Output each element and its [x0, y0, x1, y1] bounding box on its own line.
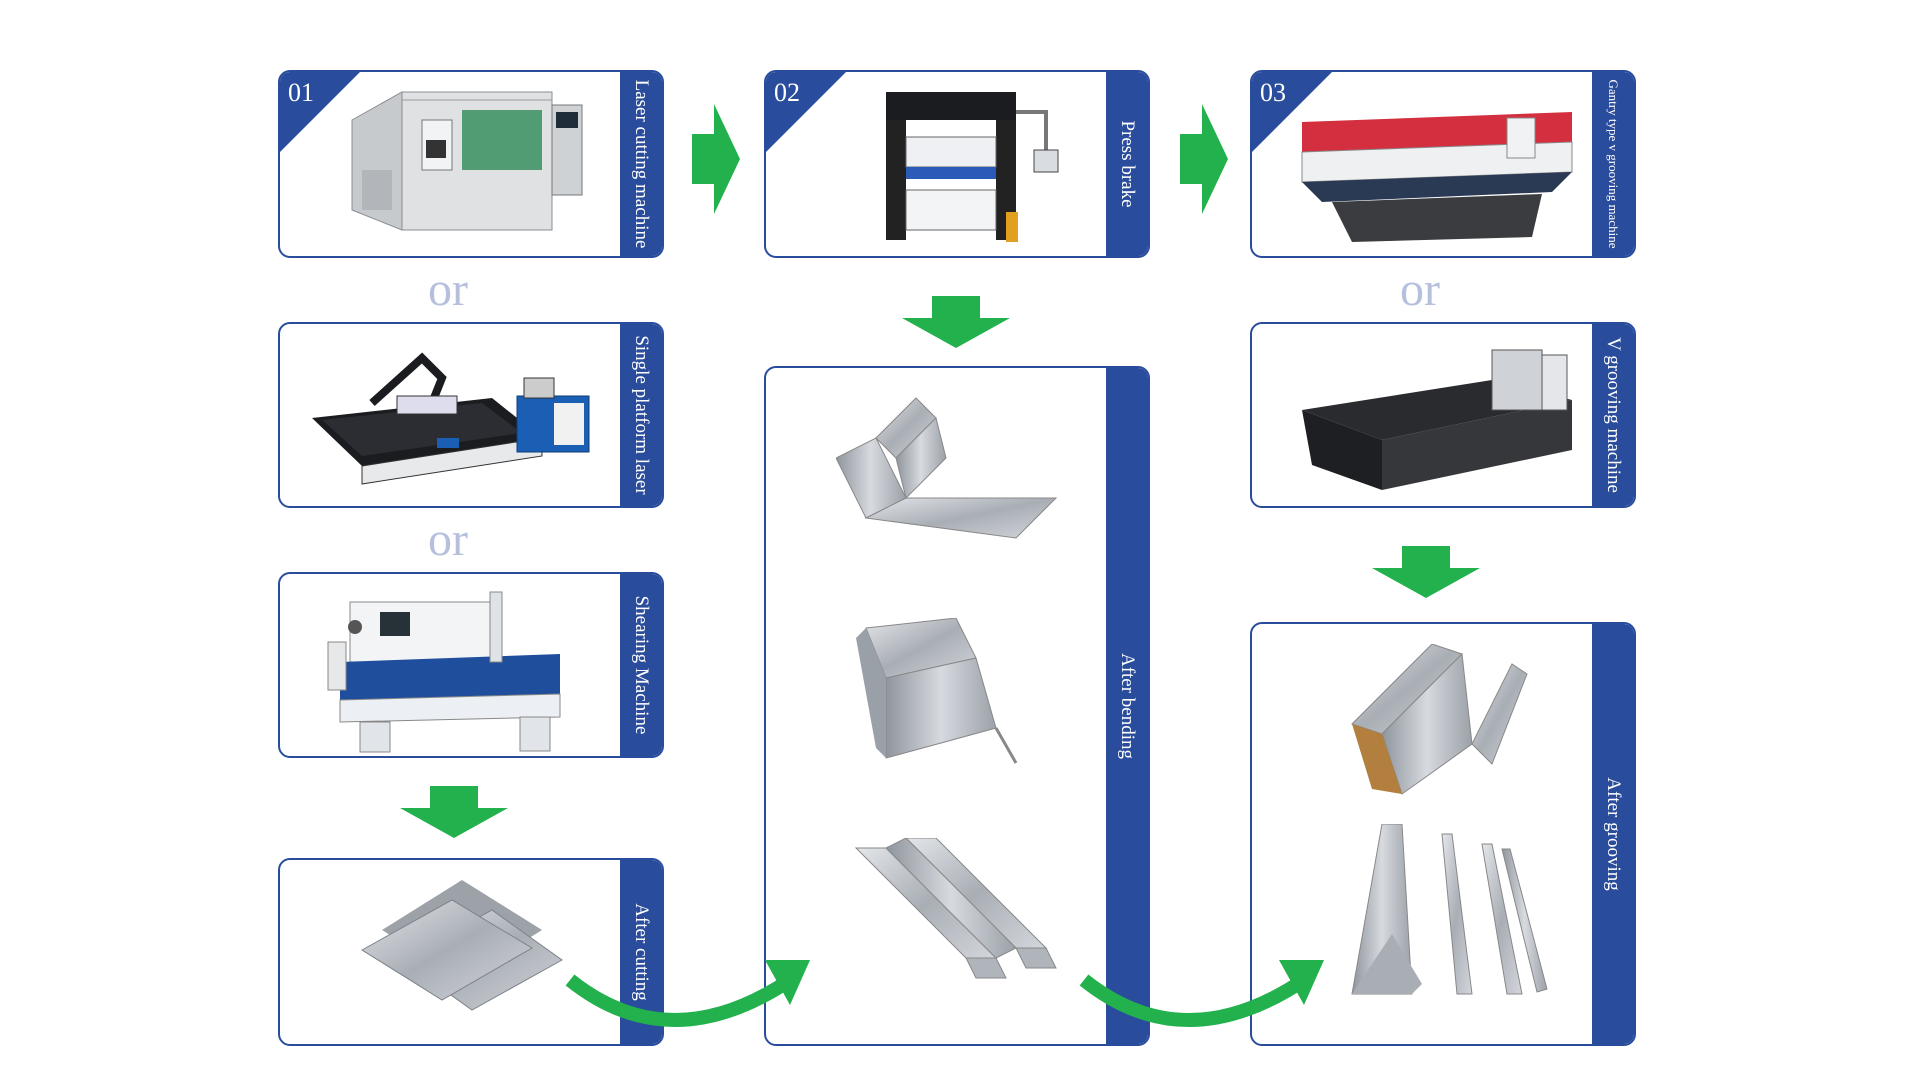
- down-arrow-icon: [400, 786, 508, 838]
- bent-part-3-image: [854, 838, 1057, 979]
- single-platform-laser-label-strip: Single platform laser: [620, 324, 662, 506]
- step-number: 01: [288, 78, 314, 107]
- step-01-card: 01 Laser cutting machine: [278, 70, 664, 258]
- shearing-machine-card: Shearing Machine: [278, 572, 664, 758]
- step-number-badge: [280, 72, 360, 152]
- gantry-v-grooving-machine-image: [1301, 112, 1573, 242]
- step-03-card: 03 Gantry type v grooving machine: [1250, 70, 1636, 258]
- single-platform-laser-card: Single platform laser: [278, 322, 664, 508]
- v-grooving-machine-label: V grooving machine: [1603, 337, 1624, 493]
- after-grooving-label: After grooving: [1603, 777, 1624, 891]
- or-separator-1: or: [428, 263, 468, 316]
- step-number-badge: [766, 72, 846, 152]
- after-grooving-label-strip: After grooving: [1592, 624, 1634, 1044]
- after-bending-label-strip: After bending: [1106, 368, 1148, 1044]
- shearing-machine-label-strip: Shearing Machine: [620, 574, 662, 756]
- or-separator-2: or: [428, 513, 468, 566]
- single-platform-laser-image: [312, 352, 590, 485]
- curved-arrow-icon: [565, 960, 810, 1027]
- v-grooving-machine-label-strip: V grooving machine: [1592, 324, 1634, 506]
- grooved-part-1-image: [1351, 644, 1528, 795]
- down-arrow-icon: [1372, 546, 1480, 598]
- bent-part-1-image: [836, 397, 1058, 539]
- laser-cutting-machine-image: [351, 91, 583, 231]
- curved-arrow-icon: [1079, 960, 1324, 1027]
- right-arrow-icon: [692, 104, 740, 214]
- grooved-part-2-image: [1351, 824, 1548, 995]
- or-separator-3: or: [1400, 263, 1440, 316]
- right-arrow-icon: [1180, 104, 1228, 214]
- v-grooving-machine-card: V grooving machine: [1250, 322, 1636, 508]
- step-02-label: Press brake: [1117, 120, 1138, 208]
- single-platform-laser-label: Single platform laser: [631, 335, 652, 495]
- down-arrow-icon: [902, 296, 1010, 348]
- step-01-label-strip: Laser cutting machine: [620, 72, 662, 256]
- shearing-machine-label: Shearing Machine: [631, 595, 652, 735]
- step-01-label: Laser cutting machine: [631, 79, 652, 249]
- step-number: 03: [1260, 78, 1286, 107]
- after-bending-label: After bending: [1117, 652, 1138, 760]
- step-03-label-strip: Gantry type v grooving machine: [1592, 72, 1634, 256]
- v-grooving-machine-image: [1302, 349, 1572, 490]
- press-brake-image: [886, 92, 1059, 242]
- step-02-label-strip: Press brake: [1106, 72, 1148, 256]
- metal-sheets-image: [361, 880, 563, 1011]
- step-02-card: 02 Press brake: [764, 70, 1150, 258]
- after-cutting-card: After cutting: [278, 858, 664, 1046]
- after-bending-card: After bending: [764, 366, 1150, 1046]
- bent-part-2-image: [856, 618, 1018, 764]
- shearing-machine-image: [327, 591, 561, 753]
- step-number: 02: [774, 78, 800, 107]
- step-03-label: Gantry type v grooving machine: [1606, 79, 1621, 249]
